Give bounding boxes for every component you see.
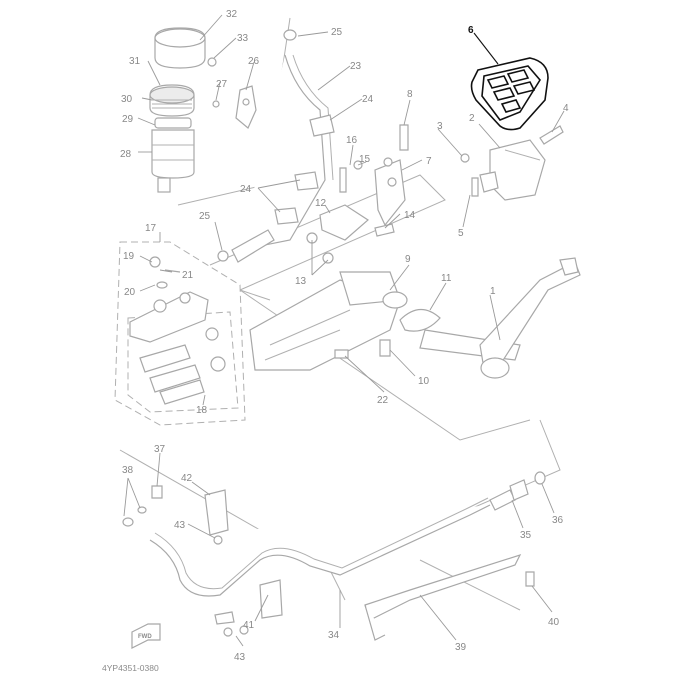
callout-29: 29: [122, 114, 134, 125]
leader-lines: [123, 14, 565, 647]
callout-34: 34: [328, 630, 340, 641]
callout-40: 40: [548, 617, 560, 628]
callout-27: 27: [216, 79, 228, 90]
callout-17: 17: [145, 223, 157, 234]
callout-30: 30: [121, 94, 133, 105]
callout-16: 16: [346, 135, 358, 146]
callout-25-top: 25: [331, 27, 343, 38]
callout-26: 26: [248, 56, 260, 67]
callout-32: 32: [226, 9, 238, 20]
callout-11: 11: [441, 273, 452, 284]
fwd-direction-marker: FWD: [131, 623, 161, 649]
callout-21: 21: [182, 270, 194, 281]
callout-38: 38: [122, 465, 134, 476]
callout-9: 9: [405, 254, 411, 265]
master-cylinder-kit: [114, 241, 246, 426]
callout-36: 36: [552, 515, 564, 526]
callout-10: 10: [418, 376, 430, 387]
callout-14: 14: [404, 210, 416, 221]
callout-33: 33: [237, 33, 249, 44]
callout-2: 2: [469, 113, 475, 124]
callout-31: 31: [129, 56, 141, 67]
callout-labels: 32 33 31 30 29 28 27 26 25 23 24 8 16 15…: [120, 9, 569, 663]
reservoir-assembly: [149, 27, 257, 193]
callout-42: 42: [181, 473, 193, 484]
callout-24-mid: 24: [240, 184, 252, 195]
callout-7: 7: [426, 156, 432, 167]
brake-hose-23: [217, 29, 335, 263]
callout-13: 13: [295, 276, 307, 287]
callout-28: 28: [120, 149, 132, 160]
callout-8: 8: [407, 89, 413, 100]
callout-25-mid: 25: [199, 211, 211, 222]
callout-18: 18: [196, 405, 208, 416]
callout-19: 19: [123, 251, 135, 262]
callout-37: 37: [154, 444, 166, 455]
callout-1: 1: [490, 286, 496, 297]
callout-3: 3: [437, 121, 443, 132]
drawing-code: 4YP4351-0380: [102, 663, 159, 673]
callout-43-upper: 43: [174, 520, 186, 531]
callout-6-highlighted: 6: [468, 25, 474, 36]
brake-pedal-assembly: [249, 124, 581, 379]
callout-39: 39: [455, 642, 467, 653]
callout-20: 20: [124, 287, 136, 298]
callout-41: 41: [243, 620, 255, 631]
callout-22: 22: [377, 395, 389, 406]
callout-43-lower: 43: [234, 652, 246, 663]
callout-5: 5: [458, 228, 464, 239]
callout-4: 4: [563, 103, 569, 114]
pedal-bracket-2: [460, 125, 564, 201]
lower-brake-line: [122, 471, 546, 641]
brake-pedal-pad-6: [470, 57, 549, 131]
callout-24-top: 24: [362, 94, 374, 105]
callout-23: 23: [350, 61, 362, 72]
callout-15: 15: [359, 154, 371, 165]
callout-12: 12: [315, 198, 327, 209]
fwd-label: FWD: [138, 634, 152, 640]
callout-35: 35: [520, 530, 532, 541]
